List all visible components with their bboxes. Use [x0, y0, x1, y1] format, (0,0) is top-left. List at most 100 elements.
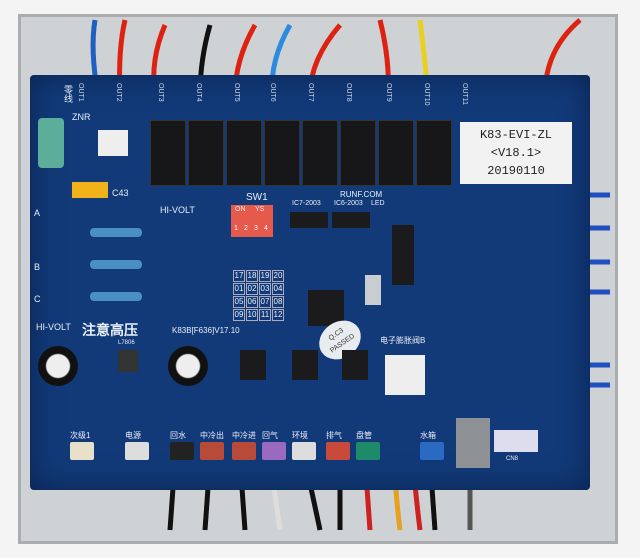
out2-label: OUT2 [115, 83, 122, 102]
sticker-version: <V18.1> [490, 146, 542, 160]
out8-label: OUT8 [345, 83, 352, 102]
out7-label: OUT7 [307, 83, 314, 102]
sensor-connector [292, 442, 316, 460]
hi-volt-label: HI-VOLT [160, 205, 195, 215]
c43-label: C43 [112, 188, 129, 198]
sticker-date: 20190110 [487, 164, 545, 178]
grid-cell: 06 [246, 296, 258, 308]
ic7-chip [290, 212, 328, 228]
relay [226, 120, 262, 186]
relay [150, 120, 186, 186]
sensor-connector [200, 442, 224, 460]
sensor-connector [262, 442, 286, 460]
transformer [456, 418, 490, 468]
varistor [38, 118, 64, 168]
sw1-label: SW1 [246, 192, 268, 203]
relay [416, 120, 452, 186]
grid-cell: 05 [233, 296, 245, 308]
connector-label: 中冷进 [232, 431, 256, 440]
connector-label: 回水 [170, 431, 186, 440]
dip-on-label: ON [235, 206, 246, 213]
phase-b: B [34, 262, 41, 272]
connector-label: 环境 [292, 431, 308, 440]
phase-c: C [34, 294, 41, 304]
grid-cell: 11 [259, 309, 271, 321]
connector-label: 中冷出 [200, 431, 224, 440]
dip-switch-1[interactable]: 1 [234, 225, 238, 232]
relay [264, 120, 300, 186]
board-version: K83B[F636]V17.10 [172, 326, 240, 335]
connector-label: 水箱 [420, 431, 436, 440]
grid-cell: 04 [272, 283, 284, 295]
cn8-label: CN8 [506, 456, 519, 462]
out11-label: OUT11 [461, 83, 468, 106]
hi-volt-label: HI-VOLT [36, 322, 71, 332]
grid-cell: 19 [259, 270, 271, 282]
dip-switch-4[interactable]: 4 [264, 225, 268, 232]
eev-connector [385, 355, 425, 395]
ic6-chip [332, 212, 370, 228]
sensor-connector [232, 442, 256, 460]
grid-cell: 01 [233, 283, 245, 295]
connector-label: 回气 [262, 431, 278, 440]
connector-label: 排气 [326, 431, 342, 440]
out6-label: OUT6 [269, 83, 276, 102]
grid-cell: 18 [246, 270, 258, 282]
resistor [90, 228, 142, 237]
regulator-label: L7806 [118, 340, 135, 346]
dip-ys-label: YS [255, 206, 265, 213]
sticker-model: K83-EVI-ZL [479, 128, 552, 142]
out3-label: OUT3 [157, 83, 164, 102]
out9-label: OUT9 [385, 83, 392, 102]
resistor [90, 260, 142, 269]
model-sticker: K83-EVI-ZL <V18.1> 20190110 [460, 122, 572, 184]
voltage-regulator [118, 350, 138, 372]
dip-switch-2[interactable]: 2 [244, 225, 248, 232]
grid-cell: 03 [259, 283, 271, 295]
relay [378, 120, 414, 186]
sensor-connector [326, 442, 350, 460]
ic-chip [342, 350, 368, 380]
ic-chip [292, 350, 318, 380]
ic-chip [240, 350, 266, 380]
cn8-connector [494, 430, 538, 452]
sensor-connector [420, 442, 444, 460]
grid-cell: 20 [272, 270, 284, 282]
brand-label: RUNF.COM [340, 190, 383, 199]
grid-cell: 10 [246, 309, 258, 321]
crystal [365, 275, 381, 305]
out1-label: OUT1 [77, 83, 84, 102]
sensor-connector [356, 442, 380, 460]
znr-label: ZNR [72, 112, 91, 122]
high-voltage-warning: 注意高压 [82, 322, 138, 338]
capacitor [72, 182, 108, 198]
sensor-connector [70, 442, 94, 460]
sensor-connector [125, 442, 149, 460]
power-connector [98, 130, 128, 156]
grid-cell: 08 [272, 296, 284, 308]
relay [340, 120, 376, 186]
connector-label: 盘管 [356, 431, 372, 440]
led-label: LED [371, 200, 385, 207]
phase-a: A [34, 208, 41, 218]
relay [188, 120, 224, 186]
electrolytic-capacitor [168, 346, 208, 386]
neutral-label: 零线 [63, 85, 73, 103]
grid-cell: 12 [272, 309, 284, 321]
grid-cell: 17 [233, 270, 245, 282]
ic7-label: IC7-2003 [292, 200, 321, 207]
eev-label: 电子膨胀阀B [380, 336, 426, 345]
ic-chip [392, 225, 414, 285]
electrolytic-capacitor [38, 346, 78, 386]
sensor-connector [170, 442, 194, 460]
grid-cell: 07 [259, 296, 271, 308]
connector-label: 电源 [125, 431, 141, 440]
grid-cell: 09 [233, 309, 245, 321]
grid-cell: 02 [246, 283, 258, 295]
resistor [90, 292, 142, 301]
ic6-label: IC6-2003 [334, 200, 363, 207]
out10-label: OUT10 [423, 83, 430, 106]
dip-switch-3[interactable]: 3 [254, 225, 258, 232]
